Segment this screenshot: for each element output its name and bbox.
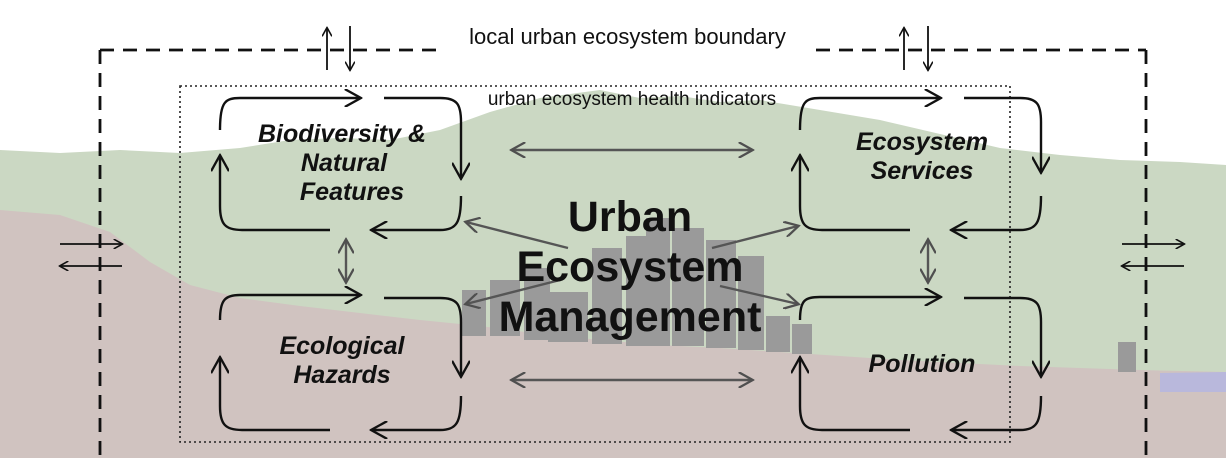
ecological-hazards-line-1: Ecological [279, 332, 405, 360]
biodiversity-line-1: Biodiversity & [257, 120, 427, 148]
center-line-2: Ecosystem [516, 243, 744, 291]
ecosystem-services-label: Ecosystem Services [812, 128, 1032, 186]
cycle-top-left [220, 98, 461, 230]
exchange-arrows [60, 26, 1184, 266]
cycle-bottom-right [800, 297, 1041, 430]
cycle-bottom-left [220, 295, 461, 430]
biodiversity-line-2: Natural [300, 149, 388, 177]
ecological-hazards-line-2: Hazards [293, 361, 391, 389]
water [1160, 372, 1226, 392]
center-line-3: Management [498, 293, 762, 341]
center-line-1: Urban [567, 193, 693, 241]
inner-boundary-label: urban ecosystem health indicators [487, 89, 777, 110]
ecosystem-services-line-1: Ecosystem [855, 128, 989, 156]
city-skyline [462, 218, 1136, 372]
biodiversity-label: Biodiversity & Natural Features [232, 120, 452, 207]
ground [0, 210, 1226, 458]
inner-boundary [179, 85, 1011, 443]
ecological-hazards-label: Ecological Hazards [232, 332, 452, 390]
outer-boundary [98, 48, 1148, 458]
outer-boundary-label: local urban ecosystem boundary [469, 24, 786, 49]
pollution-label: Pollution [868, 350, 976, 378]
center-label: Urban Ecosystem Management [480, 192, 780, 342]
cycle-top-right [800, 98, 1041, 230]
ecosystem-services-line-2: Services [870, 157, 974, 185]
component-connectors [346, 150, 928, 380]
biodiversity-line-3: Features [299, 178, 405, 206]
